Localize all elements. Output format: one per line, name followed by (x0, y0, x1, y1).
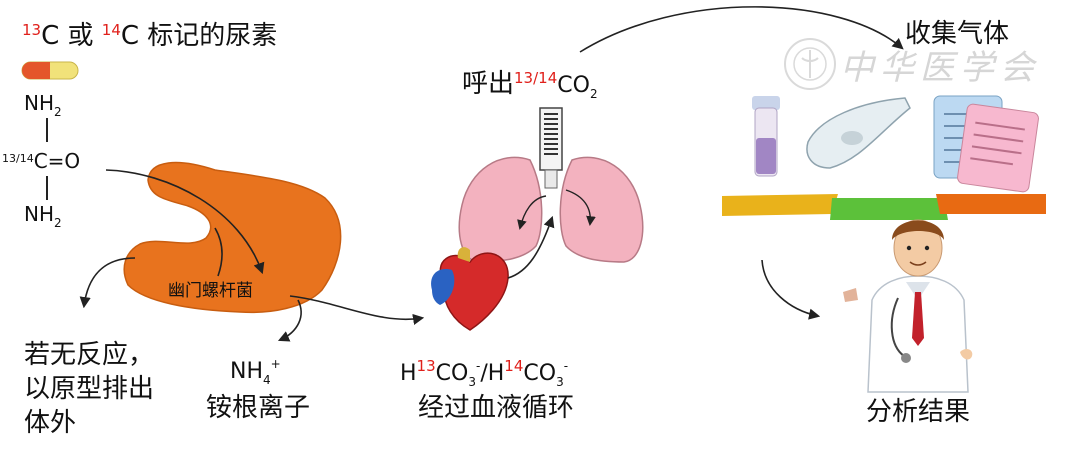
arrow-to-heart (289, 295, 425, 325)
urea-carbonyl: 13/14C=O (2, 149, 81, 173)
arrow-to-ammonium (277, 299, 302, 342)
urea-title: 13C 或 14C 标记的尿素 (22, 21, 278, 51)
result-label: 分析结果 (866, 397, 971, 427)
arrow-to-collection (579, 6, 904, 53)
urea-nh2-top: NH2 (24, 91, 62, 119)
exhale-label: 呼出13/14CO2 (462, 69, 598, 101)
bacteria-label: 幽门螺杆菌 (168, 281, 253, 301)
urea-nh2-bottom: NH2 (24, 202, 62, 230)
bag-icon (806, 97, 911, 169)
heart-icon (431, 247, 509, 331)
report-forms-icon (933, 95, 1039, 193)
arrow-urea-to-bacteria (105, 169, 265, 275)
watermark-text: 中华医学会 (840, 48, 1040, 88)
arrow-no-reaction (79, 257, 136, 309)
crumb-decor (843, 288, 858, 302)
arrow-lung-right (565, 189, 596, 226)
ammonium-label: 铵根离子 (206, 393, 311, 423)
arrow-lung-left (517, 195, 547, 230)
doctor-icon (867, 219, 973, 393)
vial-icon (752, 96, 780, 177)
ammonium-formula: NH4+ (230, 357, 281, 387)
circulation-label: 经过血液循环 (418, 393, 575, 423)
arrow-inner-stomach (214, 227, 223, 277)
arrow-to-result (761, 259, 821, 320)
bicarbonate-formula: H13CO3-/H14CO3- (400, 357, 569, 389)
capsule-icon (21, 61, 79, 80)
lungs-icon (458, 156, 644, 263)
watermark-seal-icon (784, 38, 836, 90)
progress-bar (722, 194, 1046, 220)
arrow-heart-to-lungs (507, 215, 555, 279)
breath-tube-icon (539, 107, 563, 189)
stomach-shape (123, 161, 342, 314)
no-reaction-label: 若无反应， 以原型排出 体外 (24, 340, 155, 438)
collect-gas-label: 收集气体 (905, 19, 1010, 49)
